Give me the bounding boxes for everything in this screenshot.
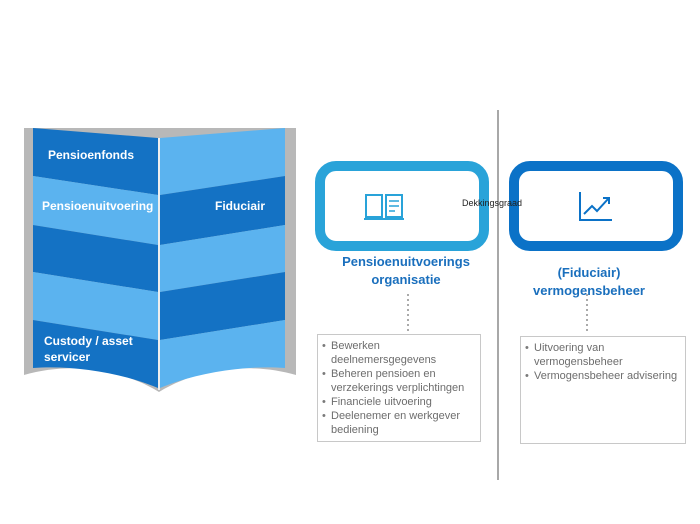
book-left-row-1 bbox=[33, 128, 158, 195]
book: Pensioenfonds Pensioenuitvoering Fiducia… bbox=[24, 128, 296, 392]
pension-org-box bbox=[315, 161, 489, 251]
asset-mgmt-box bbox=[509, 161, 683, 251]
list-item: Financiele uitvoering bbox=[321, 395, 478, 409]
book-left-row-3 bbox=[33, 225, 158, 292]
pension-org-title-line2: organisatie bbox=[371, 272, 441, 287]
trend-chart-icon bbox=[579, 192, 612, 221]
list-item: Vermogensbeheer advisering bbox=[524, 369, 683, 383]
asset-mgmt-title: (Fiduciair) vermogensbeheer bbox=[533, 265, 645, 298]
book-left-row-4 bbox=[33, 272, 158, 340]
pension-org-title-line1: Pensioenuitvoerings bbox=[342, 254, 470, 269]
book-label-custody-line2: servicer bbox=[44, 350, 90, 364]
book-label-custody-line1: Custody / asset bbox=[44, 334, 133, 348]
book-right-row-2 bbox=[160, 176, 285, 245]
book-label-pensioenfonds: Pensioenfonds bbox=[48, 148, 134, 162]
book-right-row-1 bbox=[160, 128, 285, 195]
book-icon bbox=[364, 194, 404, 220]
asset-mgmt-frame bbox=[509, 161, 683, 251]
book-label-pensioenuitvoering: Pensioenuitvoering bbox=[42, 199, 153, 213]
book-left-row-5 bbox=[33, 320, 158, 388]
book-right-row-3 bbox=[160, 225, 285, 292]
book-left-row-2 bbox=[33, 176, 158, 245]
book-right-row-5 bbox=[160, 320, 285, 388]
book-right-row-4 bbox=[160, 272, 285, 340]
pension-org-title: Pensioenuitvoerings organisatie bbox=[320, 253, 492, 289]
dekkingsgraad-label: Dekkingsgraad bbox=[462, 198, 523, 208]
book-label-fiduciair: Fiduciair bbox=[215, 199, 265, 213]
